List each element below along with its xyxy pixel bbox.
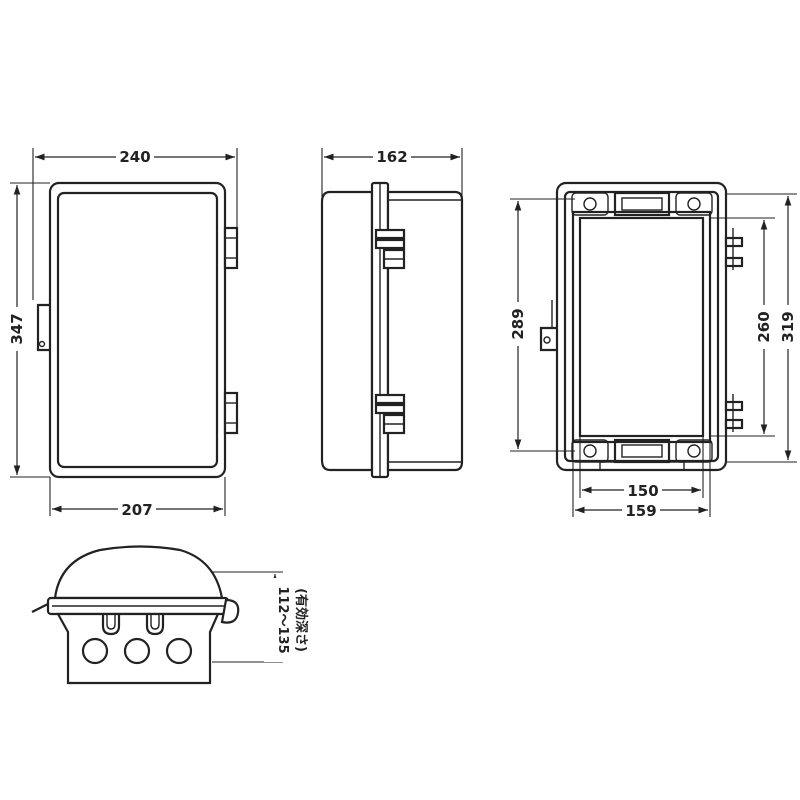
dim-front-inner-width: 207 [121, 501, 152, 519]
back-latch-hole [543, 336, 551, 344]
back-latch [539, 326, 557, 352]
back-view: 289 260 319 150 159 [507, 181, 799, 520]
side-cover [320, 190, 374, 472]
bottom-hinge [220, 598, 240, 624]
dim-bottom-depth: 112〜135 [275, 586, 290, 653]
back-mount-plate-outer [571, 210, 712, 444]
side-hinge-top [374, 228, 406, 270]
front-latch-hole [38, 340, 46, 348]
bottom-view: 112〜135 (有効深さ) [31, 545, 310, 685]
front-view: 240 347 207 [6, 147, 239, 519]
dim-bottom-depth-note: (有効深さ) [293, 588, 309, 652]
back-mount-plate-inner [578, 216, 705, 438]
front-inner-window [56, 191, 219, 469]
dim-back-height-outer: 289 [509, 308, 527, 339]
dim-back-width-inner: 150 [627, 482, 658, 500]
dim-back-width-outer: 159 [625, 502, 656, 520]
front-latch [36, 303, 50, 352]
dim-front-width: 240 [119, 148, 150, 166]
dim-back-height-total: 319 [779, 311, 797, 342]
back-hinges [724, 228, 744, 432]
bottom-small-knockouts [101, 614, 165, 636]
back-slots [599, 191, 685, 471]
bottom-latch-stub [31, 603, 49, 613]
dim-side-depth: 162 [376, 148, 407, 166]
front-outer-frame [48, 181, 227, 479]
bottom-dome-cover [53, 545, 224, 600]
dim-front-height: 347 [8, 313, 26, 344]
bottom-base [56, 612, 220, 685]
back-corner-bosses [571, 192, 713, 463]
side-view: 162 [320, 147, 464, 479]
dim-back-height-inner: 260 [755, 311, 773, 342]
side-hinge-bottom [374, 393, 406, 435]
front-hinge-bottom [223, 391, 239, 435]
back-outer-frame [555, 181, 728, 472]
bottom-large-knockouts [81, 637, 193, 665]
front-hinge-top [223, 226, 239, 270]
